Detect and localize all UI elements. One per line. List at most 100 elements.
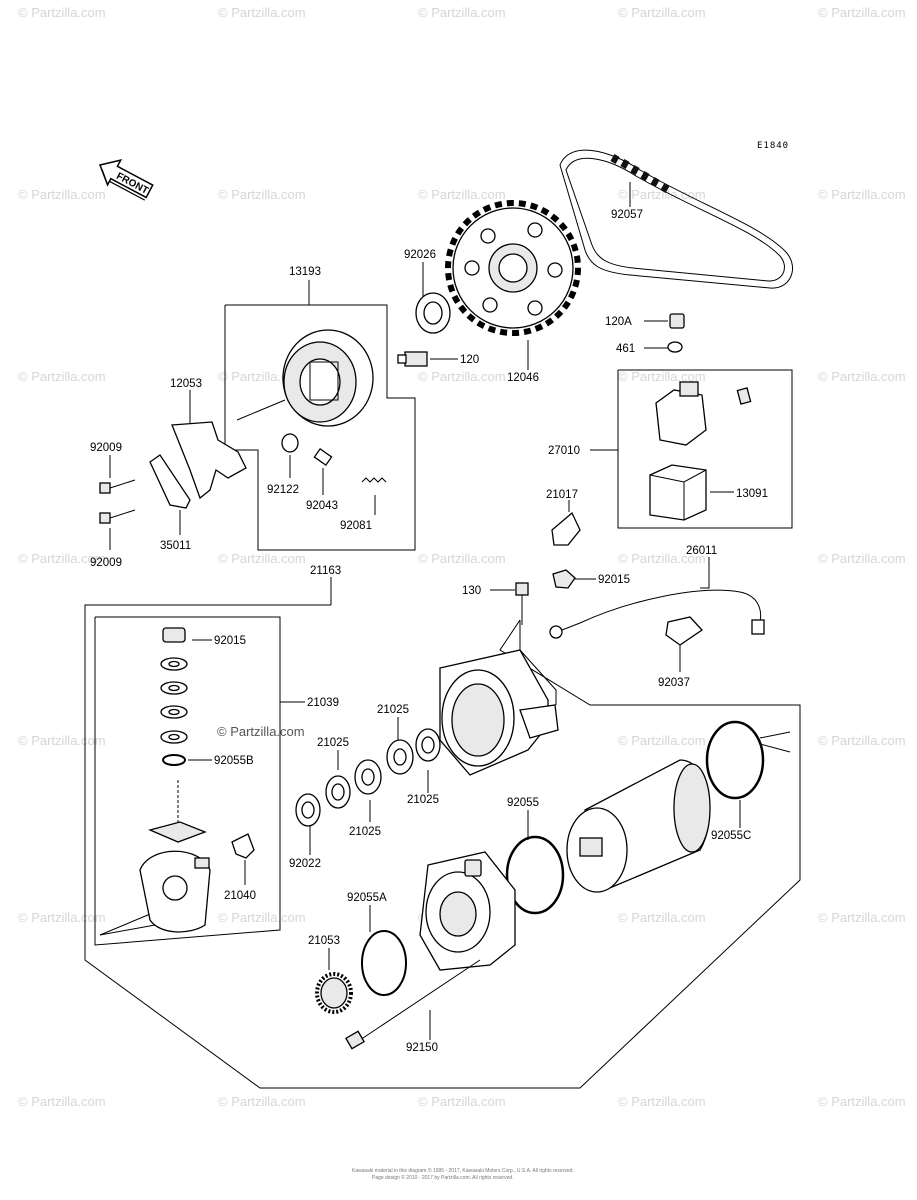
- watermark: © Partzilla.com: [18, 369, 106, 384]
- part-label[interactable]: 120A: [605, 316, 632, 328]
- watermark: © Partzilla.com: [418, 369, 506, 384]
- drive-belt: [559, 149, 794, 289]
- part-label[interactable]: 92015: [598, 574, 630, 586]
- bolt: [669, 313, 685, 329]
- part-label[interactable]: 27010: [548, 445, 580, 457]
- watermark: © Partzilla.com: [418, 551, 506, 566]
- watermark: © Partzilla.com: [818, 910, 906, 925]
- relay-cover: [649, 464, 707, 521]
- part-number-labels: 13193 92026 120 12046 92057 120A 461 270…: [90, 209, 768, 1054]
- footer-page-design: Page design © 2010 - 2017 by Partzilla.c…: [372, 1174, 514, 1181]
- pin: [313, 447, 333, 467]
- watermark: © Partzilla.com: [18, 187, 106, 202]
- part-label[interactable]: 92081: [340, 520, 372, 532]
- o-ring: [505, 835, 565, 915]
- part-label[interactable]: 92015: [214, 635, 246, 647]
- roller: [281, 433, 299, 453]
- watermark: © Partzilla.com: [418, 5, 506, 20]
- o-ring: [705, 720, 765, 800]
- part-label[interactable]: 120: [460, 354, 479, 366]
- part-label[interactable]: 92055: [507, 797, 539, 809]
- watermark: © Partzilla.com: [818, 733, 906, 748]
- part-label[interactable]: 92022: [289, 858, 321, 870]
- watermark: © Partzilla.com: [218, 1094, 306, 1109]
- watermark: © Partzilla.com: [618, 369, 706, 384]
- part-label[interactable]: 92055C: [711, 830, 751, 842]
- watermark: © Partzilla.com: [818, 551, 906, 566]
- washer: [160, 705, 188, 719]
- long-bolt: [345, 959, 481, 1050]
- cable-clamp: [665, 616, 703, 646]
- watermark: © Partzilla.com: [18, 551, 106, 566]
- spring: [361, 477, 387, 483]
- part-label[interactable]: 13091: [736, 488, 768, 500]
- watermark: © Partzilla.com: [218, 910, 306, 925]
- part-label[interactable]: 12046: [507, 372, 539, 384]
- part-label[interactable]: 26011: [686, 545, 717, 557]
- watermark: © Partzilla.com: [418, 187, 506, 202]
- watermark: © Partzilla.com: [618, 5, 706, 20]
- washer: [160, 657, 188, 671]
- washer: [386, 739, 414, 775]
- part-label[interactable]: 92026: [404, 249, 436, 261]
- part-label[interactable]: 21039: [307, 697, 339, 709]
- part-label[interactable]: 21025: [349, 826, 381, 838]
- part-label[interactable]: 13193: [289, 266, 321, 278]
- watermark: © Partzilla.com: [618, 1094, 706, 1109]
- watermark-grid: © Partzilla.com © Partzilla.com © Partzi…: [18, 5, 906, 1109]
- washer: [160, 730, 188, 744]
- bracket: [149, 421, 247, 509]
- part-label[interactable]: 92037: [658, 677, 690, 689]
- watermark: © Partzilla.com: [618, 910, 706, 925]
- part-label[interactable]: 92122: [267, 484, 299, 496]
- diagram-code: E1840: [757, 141, 789, 151]
- part-label[interactable]: 21017: [546, 489, 578, 501]
- part-label[interactable]: 21025: [317, 737, 349, 749]
- watermark: © Partzilla.com: [818, 187, 906, 202]
- watermark: © Partzilla.com: [18, 5, 106, 20]
- part-label[interactable]: 92057: [611, 209, 643, 221]
- watermark: © Partzilla.com: [218, 187, 306, 202]
- motor-front-cover: [439, 649, 559, 776]
- part-label[interactable]: 92009: [90, 442, 122, 454]
- watermark: © Partzilla.com: [618, 733, 706, 748]
- part-label[interactable]: 21040: [224, 890, 256, 902]
- washer: [295, 793, 321, 827]
- part-label[interactable]: 21025: [407, 794, 439, 806]
- footer-copyright: Kawasaki material in this diagram © 1995…: [352, 1167, 574, 1174]
- part-label[interactable]: 461: [616, 343, 635, 355]
- o-ring: [361, 930, 407, 996]
- motor-yoke: [566, 759, 711, 893]
- watermark: © Partzilla.com: [418, 1094, 506, 1109]
- starter-gear: [315, 972, 353, 1014]
- part-label[interactable]: 92009: [90, 557, 122, 569]
- terminal-bolt: [148, 780, 207, 843]
- part-label[interactable]: 130: [462, 585, 481, 597]
- washer: [354, 759, 382, 795]
- part-label[interactable]: 21053: [308, 935, 340, 947]
- washer: [667, 341, 683, 353]
- bolt: [397, 351, 428, 367]
- part-label[interactable]: 92055A: [347, 892, 387, 904]
- watermark: © Partzilla.com: [218, 551, 306, 566]
- battery-cable: [549, 589, 765, 639]
- watermark: © Partzilla.com: [18, 733, 106, 748]
- part-label[interactable]: 21025: [377, 704, 409, 716]
- part-label[interactable]: 92043: [306, 500, 338, 512]
- watermark: © Partzilla.com: [818, 369, 906, 384]
- part-label[interactable]: 92150: [406, 1042, 438, 1054]
- watermark: © Partzilla.com: [218, 5, 306, 20]
- part-label[interactable]: 92055B: [214, 755, 254, 767]
- part-label[interactable]: 35011: [160, 540, 191, 552]
- nut: [162, 627, 186, 643]
- brush-plate: [139, 850, 211, 933]
- motor-rear-cover: [419, 851, 516, 971]
- washer: [415, 728, 441, 762]
- bolt: [99, 509, 136, 524]
- nut: [552, 569, 576, 589]
- part-label[interactable]: 21163: [310, 565, 341, 577]
- terminal-cap: [551, 511, 581, 546]
- part-label[interactable]: 12053: [170, 378, 202, 390]
- watermark-inline: © Partzilla.com: [217, 724, 305, 739]
